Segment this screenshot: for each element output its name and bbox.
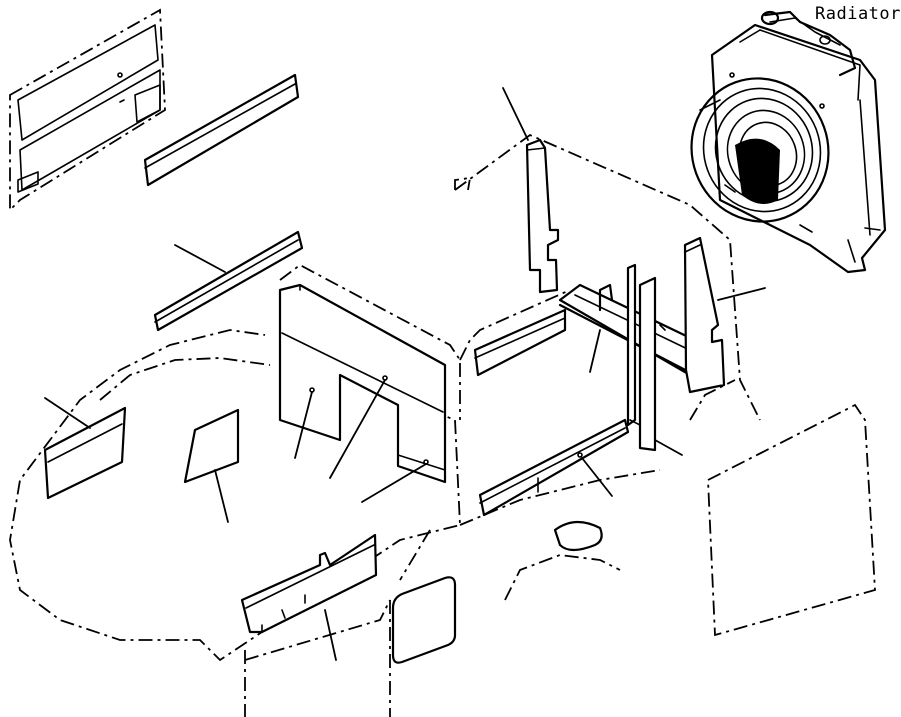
left-small-pad xyxy=(43,397,127,500)
bottom-long-pad xyxy=(240,533,378,661)
radiator-assembly xyxy=(690,10,887,274)
floor-small-pad xyxy=(183,408,240,523)
central-large-pad xyxy=(278,263,461,503)
fastener-marks xyxy=(629,324,666,426)
upright-pad-right xyxy=(683,236,766,394)
cap-part xyxy=(553,520,603,552)
top-left-panel xyxy=(9,8,166,213)
left-strip-pad xyxy=(153,230,304,332)
radiator-label: Radiator xyxy=(815,4,901,24)
upright-pad-left xyxy=(502,87,560,294)
vertical-strip-pad xyxy=(626,263,683,456)
top-strip-pad xyxy=(143,73,300,187)
mid-strip-pad xyxy=(473,308,567,377)
bottom-window-pad xyxy=(391,576,457,664)
right-side-panel xyxy=(707,403,876,637)
lower-right-strip-pad xyxy=(478,418,630,517)
